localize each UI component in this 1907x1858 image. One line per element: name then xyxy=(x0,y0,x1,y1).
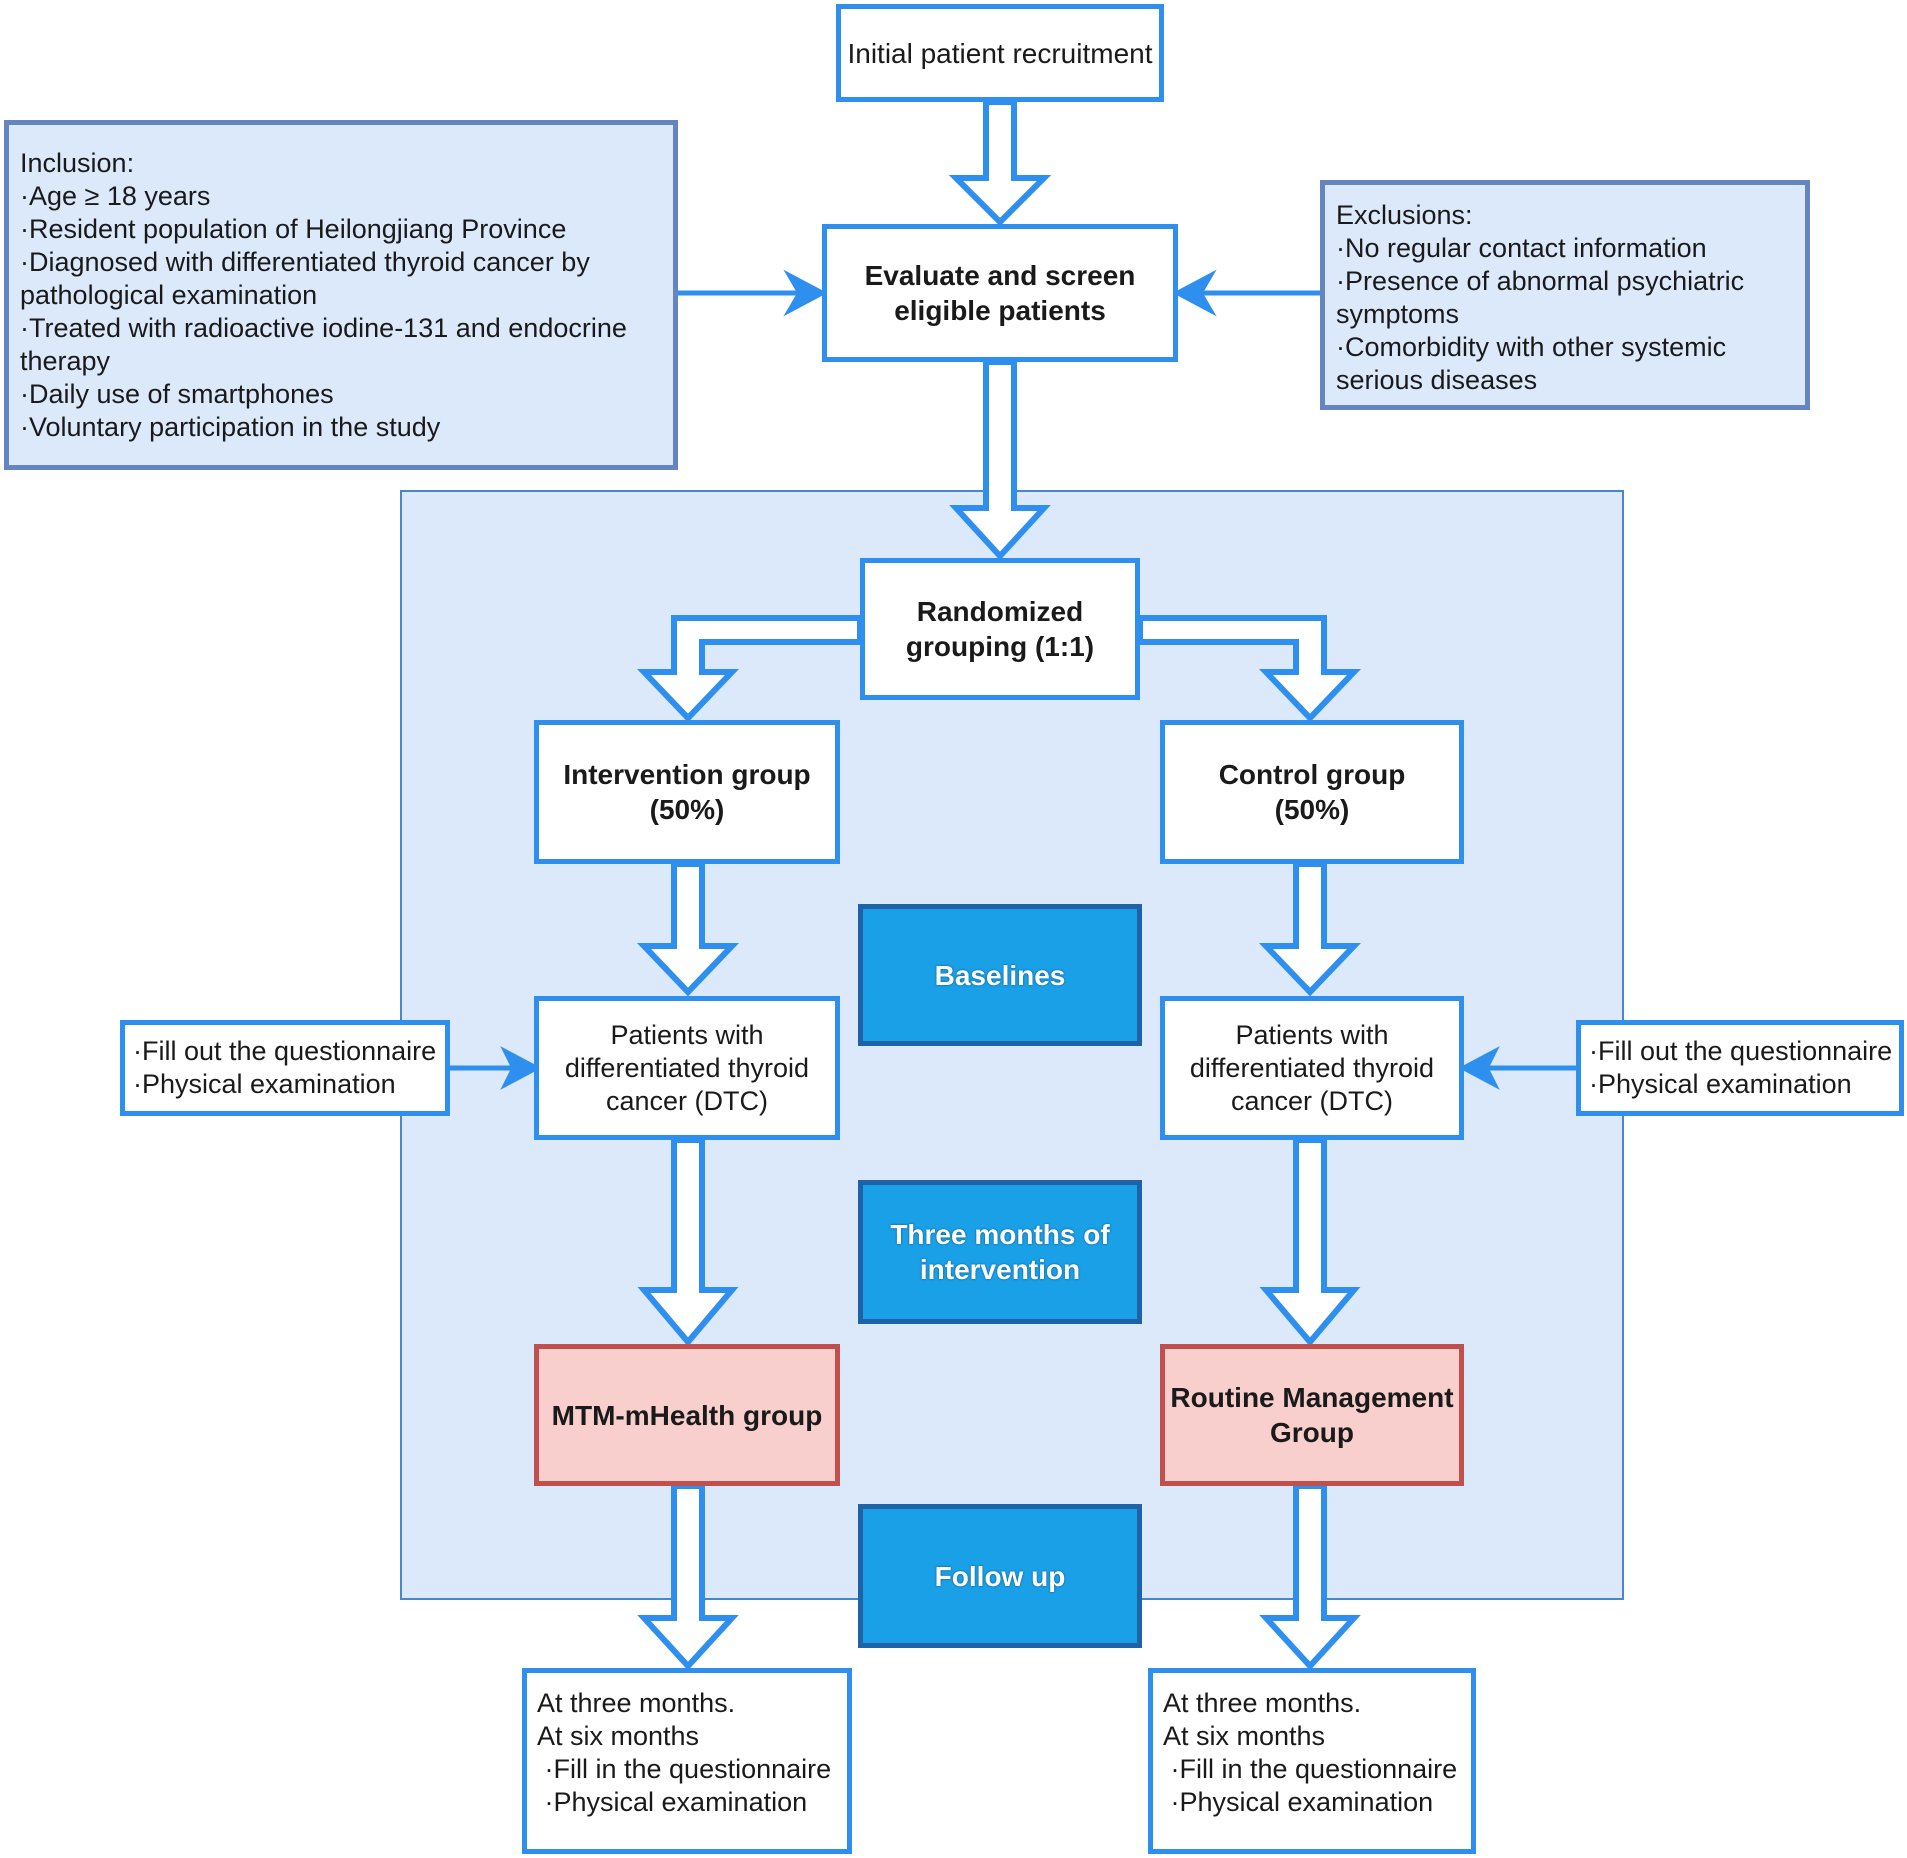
phase-follow-up: Follow up xyxy=(858,1504,1142,1648)
dtc-right-line-1: Patients with xyxy=(1235,1019,1389,1050)
followup-right-line-4: ·Physical examination xyxy=(1163,1787,1434,1817)
inclusion-line: Inclusion: xyxy=(20,148,135,178)
arrow-initial-to-evaluate xyxy=(948,99,1052,227)
routine-management-group-box: Routine Management Group xyxy=(1160,1344,1464,1486)
exclusion-line: symptoms xyxy=(1336,299,1460,329)
inclusion-line: ·Voluntary participation in the study xyxy=(20,412,441,442)
phase-follow-up-label: Follow up xyxy=(934,1560,1066,1592)
arrow-routine-to-followup xyxy=(1259,1483,1361,1671)
evaluate-line-2: eligible patients xyxy=(894,295,1106,326)
followup-right-line-2: At six months xyxy=(1163,1721,1326,1751)
arrow-dtc-to-routine xyxy=(1259,1137,1361,1347)
exclusion-line: Exclusions: xyxy=(1336,200,1473,230)
fill-right-line-1: ·Fill out the questionnaire xyxy=(1589,1036,1893,1066)
fill-questionnaire-left-box: ·Fill out the questionnaire ·Physical ex… xyxy=(120,1020,450,1116)
initial-recruitment-text: Initial patient recruitment xyxy=(847,37,1153,69)
arrow-evaluate-to-randomized xyxy=(949,359,1051,561)
followup-left-line-2: At six months xyxy=(537,1721,700,1751)
initial-recruitment-box: Initial patient recruitment xyxy=(836,4,1164,102)
evaluate-line-1: Evaluate and screen xyxy=(864,260,1136,291)
phase-baselines: Baselines xyxy=(858,904,1142,1046)
dtc-right-box: Patients with differentiated thyroid can… xyxy=(1160,996,1464,1140)
followup-left-line-3: ·Fill in the questionnaire xyxy=(537,1754,832,1784)
arrow-intervention-to-dtc xyxy=(636,861,740,997)
intervention-group-line-1: Intervention group xyxy=(563,759,811,790)
phase-intervention-line-2: intervention xyxy=(919,1254,1081,1285)
exclusion-line: ·Presence of abnormal psychiatric xyxy=(1336,266,1745,296)
intervention-group-box: Intervention group (50%) xyxy=(534,720,840,864)
exclusion-line: ·Comorbidity with other systemic xyxy=(1336,332,1727,362)
routine-group-line-2: Group xyxy=(1270,1417,1354,1448)
evaluate-box: Evaluate and screen eligible patients xyxy=(822,224,1178,362)
dtc-left-line-1: Patients with xyxy=(610,1019,764,1050)
dtc-left-line-2: differentiated thyroid xyxy=(564,1052,810,1083)
exclusion-criteria-box: Exclusions: ·No regular contact informat… xyxy=(1320,180,1810,410)
mtm-group-label: MTM-mHealth group xyxy=(551,1399,823,1431)
phase-baselines-label: Baselines xyxy=(934,959,1066,991)
inclusion-line: ·Age ≥ 18 years xyxy=(20,181,211,211)
followup-right-box: At three months. At six months ·Fill in … xyxy=(1148,1668,1476,1854)
intervention-group-line-2: (50%) xyxy=(649,794,725,825)
dtc-left-box: Patients with differentiated thyroid can… xyxy=(534,996,840,1140)
followup-left-line-4: ·Physical examination xyxy=(537,1787,808,1817)
arrow-dtc-to-mtm xyxy=(637,1137,739,1347)
exclusion-line: serious diseases xyxy=(1336,365,1538,395)
fill-right-line-2: ·Physical examination xyxy=(1589,1069,1852,1099)
arrow-control-to-dtc xyxy=(1258,861,1362,997)
inclusion-line: therapy xyxy=(20,346,111,376)
dtc-right-line-3: cancer (DTC) xyxy=(1230,1085,1393,1116)
followup-left-box: At three months. At six months ·Fill in … xyxy=(522,1668,852,1854)
exclusion-line: ·No regular contact information xyxy=(1336,233,1707,263)
control-group-line-2: (50%) xyxy=(1274,794,1350,825)
inclusion-line: ·Diagnosed with differentiated thyroid c… xyxy=(20,247,590,277)
dtc-right-line-2: differentiated thyroid xyxy=(1189,1052,1435,1083)
fill-left-line-1: ·Fill out the questionnaire xyxy=(133,1036,437,1066)
mtm-mhealth-group-box: MTM-mHealth group xyxy=(534,1344,840,1486)
inclusion-criteria-box: Inclusion: ·Age ≥ 18 years ·Resident pop… xyxy=(4,120,678,470)
followup-right-line-1: At three months. xyxy=(1163,1688,1362,1718)
randomized-line-2: grouping (1:1) xyxy=(905,631,1095,662)
followup-right-line-3: ·Fill in the questionnaire xyxy=(1163,1754,1458,1784)
arrow-randomized-to-intervention xyxy=(636,615,863,723)
inclusion-line: ·Treated with radioactive iodine-131 and… xyxy=(20,313,627,343)
fill-questionnaire-right-box: ·Fill out the questionnaire ·Physical ex… xyxy=(1576,1020,1904,1116)
randomized-line-1: Randomized xyxy=(916,596,1084,627)
fill-left-line-2: ·Physical examination xyxy=(133,1069,396,1099)
inclusion-line: pathological examination xyxy=(20,280,318,310)
phase-three-months: Three months of intervention xyxy=(858,1180,1142,1324)
followup-left-line-1: At three months. xyxy=(537,1688,736,1718)
inclusion-line: ·Resident population of Heilongjiang Pro… xyxy=(20,214,567,244)
control-group-line-1: Control group xyxy=(1218,759,1406,790)
arrow-mtm-to-followup xyxy=(637,1483,739,1671)
arrow-randomized-to-control xyxy=(1137,615,1362,723)
routine-group-line-1: Routine Management xyxy=(1170,1382,1454,1413)
control-group-box: Control group (50%) xyxy=(1160,720,1464,864)
inclusion-line: ·Daily use of smartphones xyxy=(20,379,334,409)
dtc-left-line-3: cancer (DTC) xyxy=(605,1085,768,1116)
phase-intervention-line-1: Three months of xyxy=(890,1219,1110,1250)
randomized-grouping-box: Randomized grouping (1:1) xyxy=(860,558,1140,700)
